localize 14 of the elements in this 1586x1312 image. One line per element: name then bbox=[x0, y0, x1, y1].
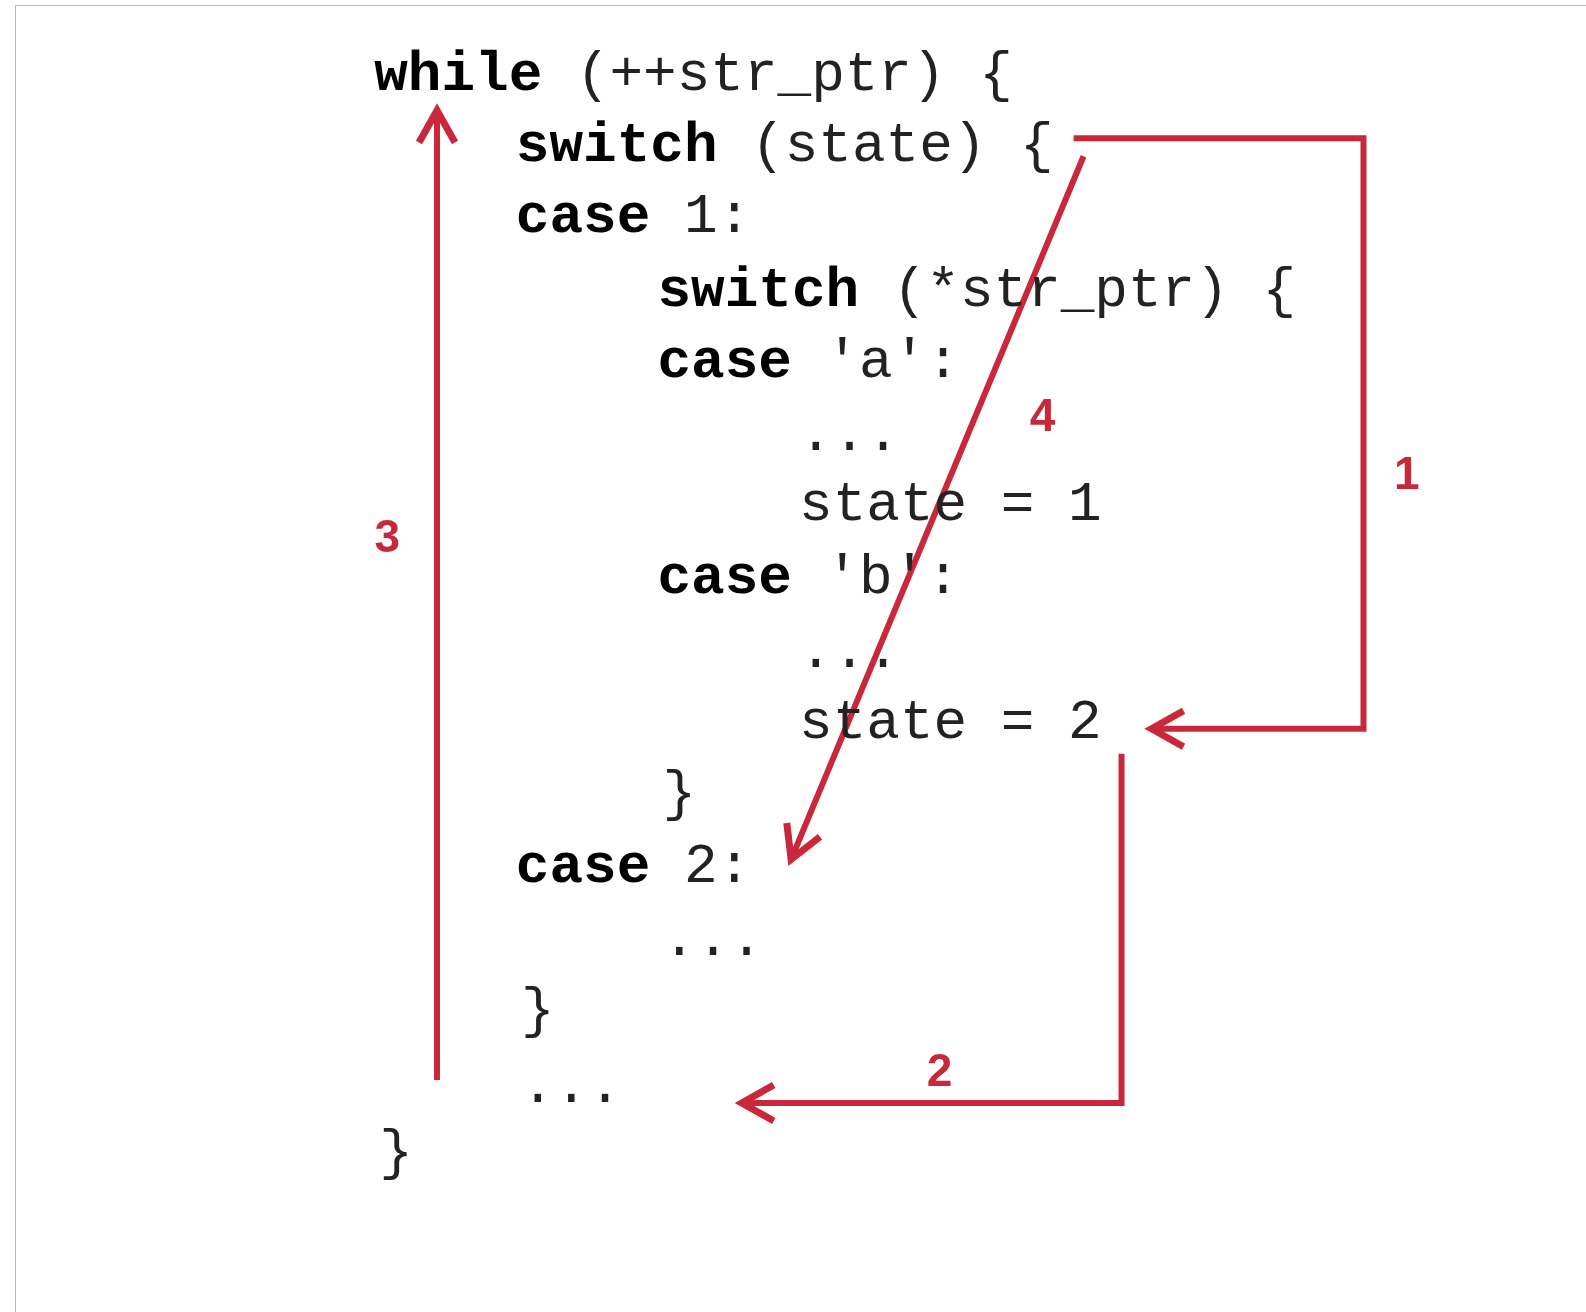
code-line: while (++str_ptr) { bbox=[374, 40, 1013, 111]
code-line: case 2: bbox=[515, 832, 752, 903]
arrow bbox=[1073, 135, 1367, 751]
code-line: } bbox=[662, 760, 697, 828]
code-line: switch (state) { bbox=[515, 111, 1054, 182]
code-line: } bbox=[379, 1119, 413, 1187]
code-line: ... bbox=[799, 401, 900, 469]
arrow bbox=[415, 106, 459, 1080]
code-line: case 'a': bbox=[657, 328, 960, 396]
code-line: } bbox=[520, 978, 555, 1046]
code-line: ... bbox=[662, 907, 764, 975]
code-line: case 1: bbox=[515, 184, 752, 252]
code-line: ... bbox=[520, 1051, 622, 1122]
arrow bbox=[783, 155, 1087, 863]
